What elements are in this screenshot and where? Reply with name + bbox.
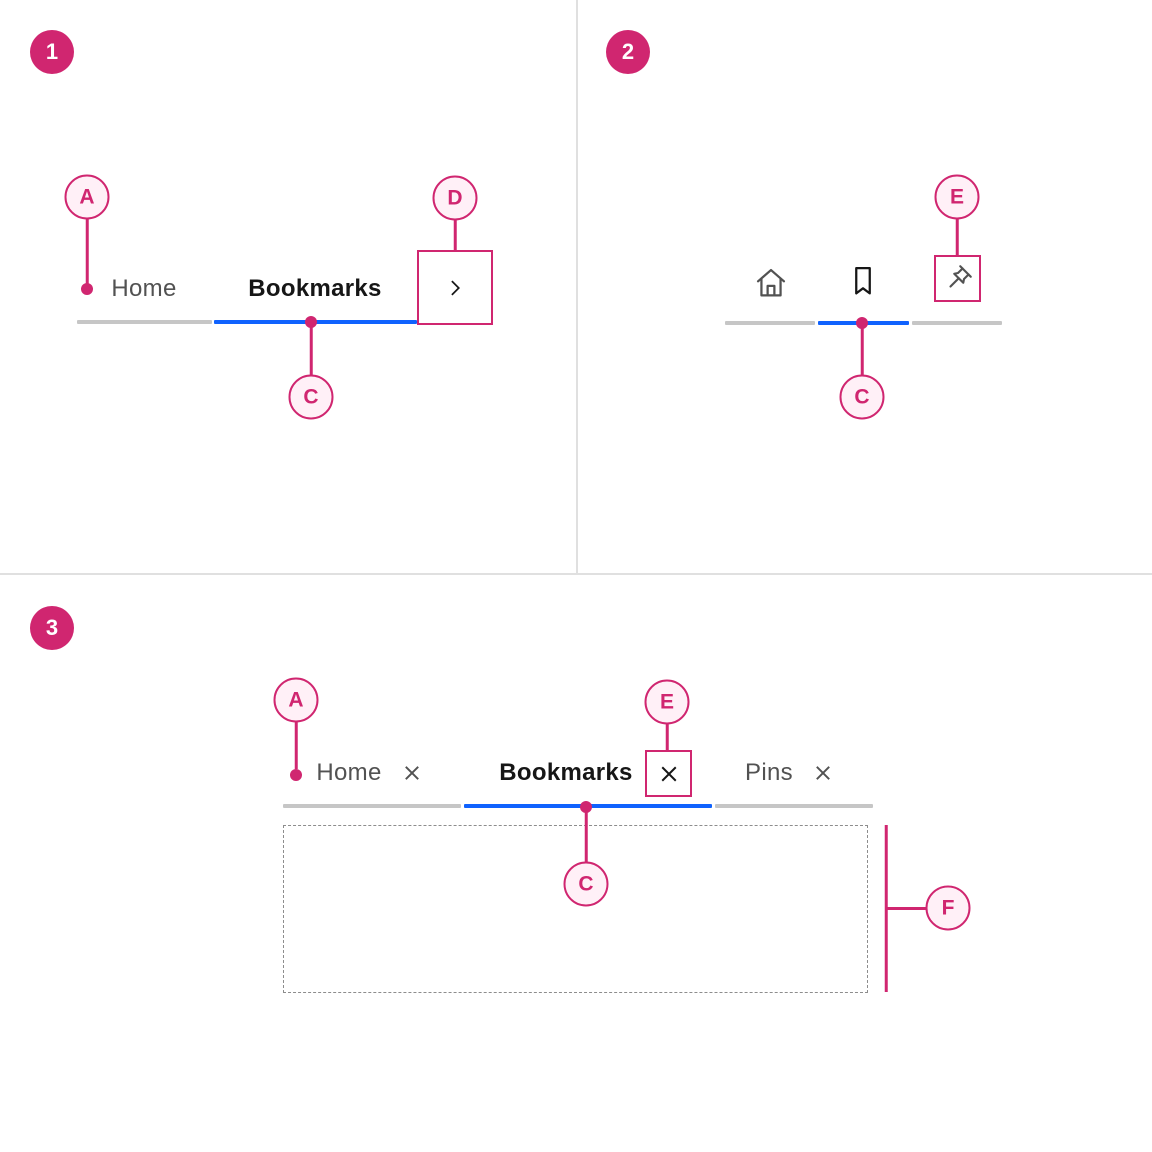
close-icon[interactable] <box>657 762 681 786</box>
tab-track-unselected[interactable] <box>283 804 461 808</box>
annotation-e-stem <box>955 219 959 255</box>
tab-track-unselected[interactable] <box>725 321 815 325</box>
home-icon[interactable] <box>753 265 789 301</box>
example-1-badge: 1 <box>30 30 74 74</box>
annotation-e-marker: E <box>644 679 690 725</box>
annotation-c-dot <box>580 801 592 813</box>
annotation-c-stem <box>584 807 588 862</box>
tab-bookmarks[interactable]: Bookmarks <box>248 275 382 302</box>
annotation-a-marker: A <box>64 174 110 220</box>
tab-panel-placeholder <box>283 825 868 993</box>
tab-pins[interactable]: Pins <box>745 759 793 786</box>
tab-track-unselected[interactable] <box>77 320 212 324</box>
annotation-f-bracket <box>884 825 888 992</box>
tab-track-unselected[interactable] <box>912 321 1002 325</box>
tab-bookmarks[interactable]: Bookmarks <box>499 759 633 786</box>
annotation-c-dot <box>305 316 317 328</box>
annotation-c-stem <box>860 323 864 375</box>
annotation-a-marker: A <box>273 677 319 723</box>
annotation-e-marker: E <box>934 174 980 220</box>
annotation-e-stem <box>665 724 669 750</box>
annotation-a-stem <box>85 219 89 284</box>
vertical-divider <box>576 0 578 574</box>
tab-home[interactable]: Home <box>316 759 382 786</box>
annotation-e-target-box <box>645 750 692 797</box>
annotation-c-marker: C <box>288 374 334 420</box>
annotation-a-stem <box>294 722 298 769</box>
bookmark-icon[interactable] <box>845 263 881 299</box>
example-3-badge: 3 <box>30 606 74 650</box>
annotation-e-target-box <box>934 255 981 302</box>
close-icon[interactable] <box>812 762 834 784</box>
pin-icon[interactable] <box>941 262 975 296</box>
horizontal-divider <box>0 573 1152 575</box>
tab-home[interactable]: Home <box>111 275 177 302</box>
annotation-f-stem <box>887 907 926 910</box>
annotation-a-dot <box>290 769 302 781</box>
annotation-d-stem <box>453 220 457 250</box>
example-2-badge: 2 <box>606 30 650 74</box>
annotation-d-marker: D <box>432 175 478 221</box>
tab-track-unselected[interactable] <box>715 804 873 808</box>
annotation-c-stem <box>309 322 313 375</box>
annotation-c-marker: C <box>563 861 609 907</box>
close-icon[interactable] <box>401 762 423 784</box>
annotation-c-dot <box>856 317 868 329</box>
annotation-c-marker: C <box>839 374 885 420</box>
annotation-f-marker: F <box>925 885 971 931</box>
annotation-a-dot <box>81 283 93 295</box>
chevron-right-icon[interactable] <box>445 278 465 298</box>
annotation-d-target-box <box>417 250 493 325</box>
